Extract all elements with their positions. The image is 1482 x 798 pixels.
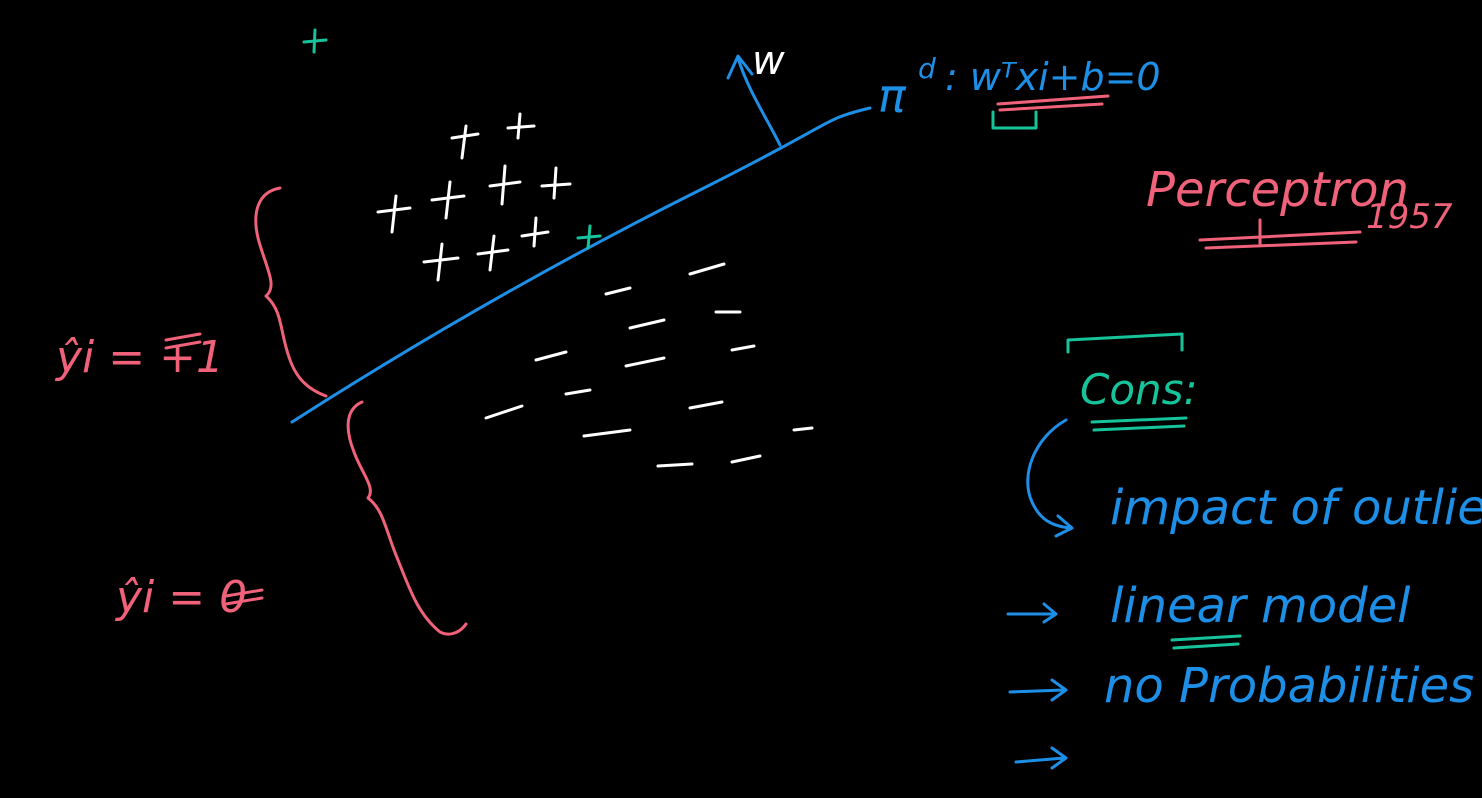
- minus-icon: [534, 350, 568, 362]
- minus-icon: [792, 426, 814, 432]
- y-negative-underline: [224, 588, 264, 606]
- cons-box: [1066, 332, 1184, 354]
- plane-equation: : wᵀxi+b=0: [945, 55, 1161, 99]
- y-negative-label: ŷi = 0: [114, 572, 247, 623]
- hyperplane-line: [290, 106, 872, 424]
- negative-points: [484, 262, 814, 468]
- teal-bracket: [991, 110, 1038, 130]
- plus-icon: [422, 242, 460, 282]
- minus-icon: [730, 454, 762, 464]
- plus-icon: [302, 28, 328, 54]
- perceptron-underline: [1198, 218, 1362, 250]
- plus-icon: [376, 194, 412, 234]
- plane-symbol: π: [878, 69, 907, 123]
- cons-title: Cons:: [1080, 365, 1198, 414]
- plus-icon: [576, 224, 602, 250]
- y-positive-label: ŷi = +1: [54, 332, 224, 383]
- curved-arrow-icon: [1026, 418, 1074, 538]
- plus-icon: [488, 164, 522, 206]
- lower-brace: [346, 400, 468, 636]
- positive-points: [376, 112, 572, 282]
- minus-icon: [484, 404, 524, 420]
- minus-icon: [688, 262, 726, 276]
- arrow-icon: [1014, 746, 1068, 770]
- cons-underline: [1090, 416, 1188, 432]
- minus-icon: [656, 462, 694, 468]
- linear-underline: [1170, 634, 1242, 650]
- plus-icon: [540, 166, 572, 200]
- minus-icon: [688, 400, 724, 410]
- plus-icon: [506, 112, 536, 140]
- minus-icon: [730, 344, 756, 352]
- upper-brace: [254, 186, 328, 398]
- plane-superscript: d: [918, 52, 936, 85]
- minus-icon: [604, 286, 632, 296]
- minus-icon: [624, 356, 666, 368]
- plus-icon: [476, 234, 510, 272]
- plus-icon: [430, 180, 466, 220]
- arrow-icon: [1006, 602, 1058, 624]
- minus-icon: [582, 428, 632, 438]
- teal-plus-points: [302, 28, 602, 250]
- w-label: w: [752, 38, 785, 84]
- perceptron-year: 1957: [1366, 197, 1453, 237]
- y-positive-underline: [164, 332, 202, 350]
- cons-item-outliers: impact of outliers: [1110, 480, 1482, 536]
- arrow-icon: [1008, 678, 1068, 702]
- plus-icon: [450, 124, 480, 160]
- plus-icon: [520, 216, 550, 248]
- w-vector-arrow: [726, 54, 782, 147]
- cons-item-linear: linear model: [1110, 578, 1411, 634]
- perceptron-title: Perceptron: [1146, 162, 1409, 218]
- equation-underline: [996, 94, 1110, 112]
- cons-item-probabilities: no Probabilities: [1104, 658, 1474, 714]
- minus-icon: [628, 318, 666, 330]
- minus-icon: [564, 388, 592, 396]
